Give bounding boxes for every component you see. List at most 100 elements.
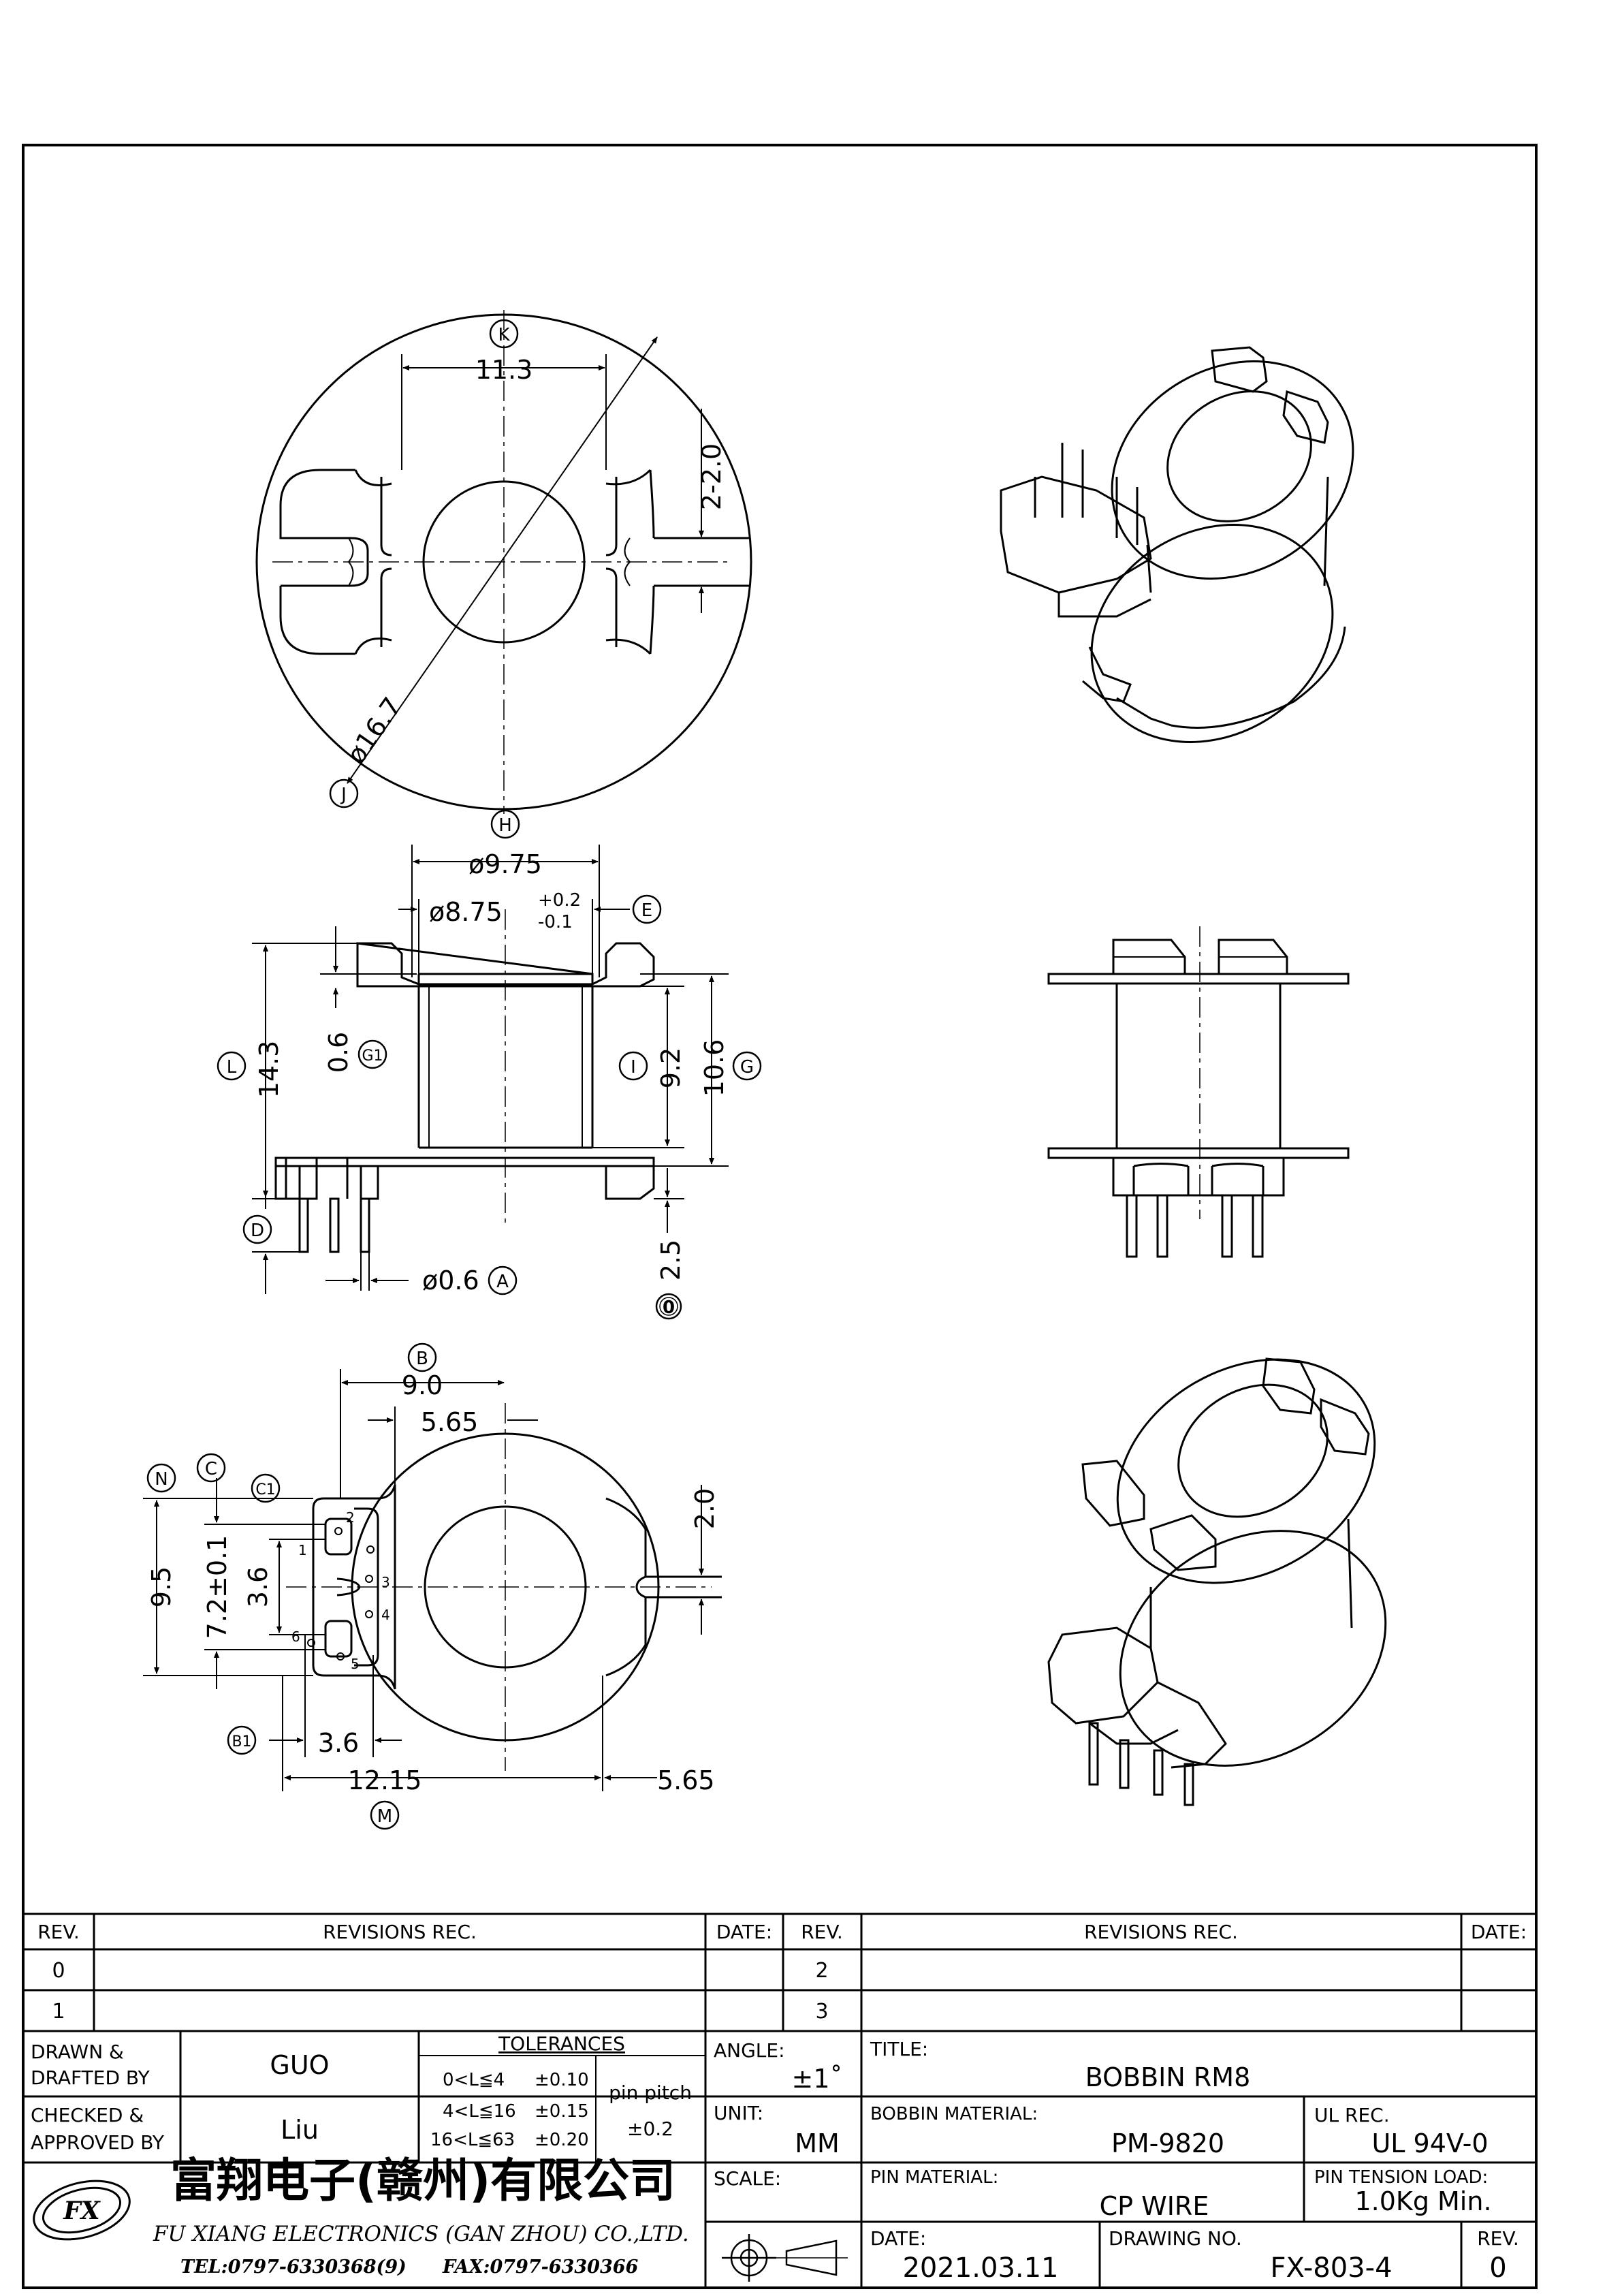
- balloon-n-label: N: [155, 1469, 168, 1490]
- dim-e-tol-dn: -0.1: [538, 912, 573, 932]
- balloon-k: [489, 319, 519, 349]
- unit-label: UNIT:: [714, 2102, 763, 2124]
- pin-material-value: CP WIRE: [1100, 2191, 1209, 2221]
- balloon-m: [370, 1800, 400, 1830]
- company-name-cn: 富翔电子(赣州)有限公司: [170, 2154, 675, 2208]
- pin-label-2: 2: [346, 1509, 355, 1526]
- ul-value: UL 94V-0: [1371, 2128, 1488, 2158]
- dim-m-value: 12.15: [348, 1765, 422, 1795]
- balloon-a: [488, 1265, 518, 1295]
- dim-h-value: ø9.75: [468, 849, 542, 879]
- balloon-zero-label: 0: [663, 1298, 675, 1318]
- side-view: [252, 845, 729, 1294]
- title-block-grid: [23, 2031, 1536, 2288]
- dim-g1-value: 0.6: [323, 1032, 353, 1073]
- pin-label-6: 6: [291, 1629, 300, 1645]
- dim-m2-value: 5.65: [657, 1765, 715, 1795]
- date-value: 2021.03.11: [902, 2252, 1058, 2284]
- checked-value: Liu: [281, 2115, 319, 2145]
- dim-j-value: ø16.7: [340, 692, 407, 770]
- pin-pitch-label: pin pitch: [609, 2081, 692, 2104]
- checked-label-2: APPROVED BY: [31, 2131, 165, 2154]
- projection-symbol: [722, 2234, 848, 2282]
- pin-tension-label: PIN TENSION LOAD:: [1314, 2167, 1488, 2188]
- pin-material-label: PIN MATERIAL:: [870, 2167, 998, 2188]
- ul-label: UL REC.: [1314, 2104, 1390, 2126]
- tolerances-title: TOLERANCES: [498, 2032, 625, 2055]
- elevation-view: [1047, 926, 1350, 1258]
- balloon-n: [146, 1463, 176, 1493]
- balloon-g1-label: G1: [362, 1048, 383, 1065]
- tol-range-1: 0<L≦4: [443, 2070, 505, 2090]
- isometric-view-bottom: [1047, 1357, 1387, 1806]
- balloon-d: [242, 1214, 272, 1244]
- dim-k-value: 11.3: [475, 355, 533, 385]
- dim-c1-value: 3.6: [243, 1567, 273, 1607]
- scale-label: SCALE:: [714, 2167, 781, 2190]
- bobbin-material-label: BOBBIN MATERIAL:: [870, 2104, 1038, 2124]
- drawing-no-value: FX-803-4: [1270, 2252, 1392, 2284]
- balloon-d-label: D: [251, 1221, 264, 1241]
- tol-value-3: ±0.20: [535, 2130, 589, 2150]
- pin-label-3: 3: [381, 1574, 390, 1590]
- date-header-right: DATE:: [1471, 1921, 1527, 1943]
- rev-row-3: 3: [815, 2000, 828, 2024]
- rev-value: 0: [1489, 2252, 1506, 2284]
- rev-header-right: REV.: [801, 1921, 843, 1943]
- dim-a-value: ø0.6: [422, 1265, 479, 1295]
- tol-value-1: ±0.10: [535, 2070, 589, 2090]
- balloon-g: [732, 1051, 762, 1081]
- revisions-header-left: REVISIONS REC.: [323, 1921, 477, 1943]
- pin-label-1: 1: [298, 1542, 307, 1558]
- dim-b1-value: 3.6: [318, 1728, 359, 1758]
- dim-e-tol-up: +0.2: [538, 890, 581, 911]
- pin-pitch-value: ±0.2: [627, 2118, 673, 2140]
- balloon-h: [490, 809, 520, 839]
- dim-e-base: ø8.75: [429, 897, 503, 927]
- rev-row-0: 0: [52, 1959, 65, 1983]
- balloon-l: [217, 1051, 247, 1081]
- title-value: BOBBIN RM8: [1085, 2062, 1251, 2092]
- title-label: TITLE:: [870, 2038, 928, 2060]
- isometric-view-top: [1000, 346, 1354, 743]
- date-label: DATE:: [870, 2227, 926, 2250]
- balloon-j: [329, 779, 359, 808]
- balloon-i: [618, 1051, 648, 1081]
- dim-l-value: 14.3: [254, 1041, 284, 1099]
- company-tel: TEL:0797-6330368(9): [180, 2256, 407, 2278]
- revisions-header-right: REVISIONS REC.: [1084, 1921, 1238, 1943]
- balloon-k-label: K: [498, 325, 510, 345]
- revision-table: [23, 1913, 1536, 2032]
- rev-row-1: 1: [52, 2000, 65, 2024]
- balloon-c: [196, 1453, 226, 1483]
- drawing-no-label: DRAWING NO.: [1109, 2227, 1242, 2250]
- dim-g-value: 10.6: [699, 1039, 729, 1097]
- dim-top-slot-value: 2-2.0: [697, 443, 727, 510]
- tol-value-2: ±0.15: [535, 2101, 589, 2122]
- balloon-g-label: G: [740, 1057, 754, 1078]
- company-fax: FAX:0797-6330366: [442, 2256, 639, 2278]
- dim-d-value: 2.5: [656, 1240, 686, 1280]
- company-name-en: FU XIANG ELECTRONICS (GAN ZHOU) CO.,LTD.: [153, 2222, 689, 2246]
- drawn-value: GUO: [270, 2050, 329, 2080]
- pin-label-4: 4: [381, 1607, 390, 1623]
- balloon-l-label: L: [227, 1057, 237, 1078]
- tol-range-2: 4<L≦16: [443, 2101, 516, 2122]
- balloon-g1: [357, 1039, 387, 1069]
- outer-frame: [22, 144, 1538, 2289]
- balloon-a-label: A: [496, 1272, 509, 1292]
- dim-i-value: 9.2: [656, 1048, 686, 1088]
- balloon-h-label: H: [498, 815, 512, 836]
- balloon-e: [632, 894, 662, 924]
- balloon-b: [407, 1342, 437, 1372]
- balloon-b-label: B: [416, 1349, 428, 1369]
- pin-holes: [307, 1527, 375, 1661]
- logo-text: FX: [63, 2197, 101, 2225]
- angle-value: ±1˚: [791, 2064, 842, 2094]
- balloon-c1: [251, 1473, 281, 1503]
- pin-label-5: 5: [351, 1656, 360, 1672]
- rev-label: REV.: [1477, 2227, 1519, 2250]
- tol-range-3: 16<L≦63: [430, 2130, 515, 2150]
- dim-c-value: 7.2±0.1: [202, 1535, 232, 1639]
